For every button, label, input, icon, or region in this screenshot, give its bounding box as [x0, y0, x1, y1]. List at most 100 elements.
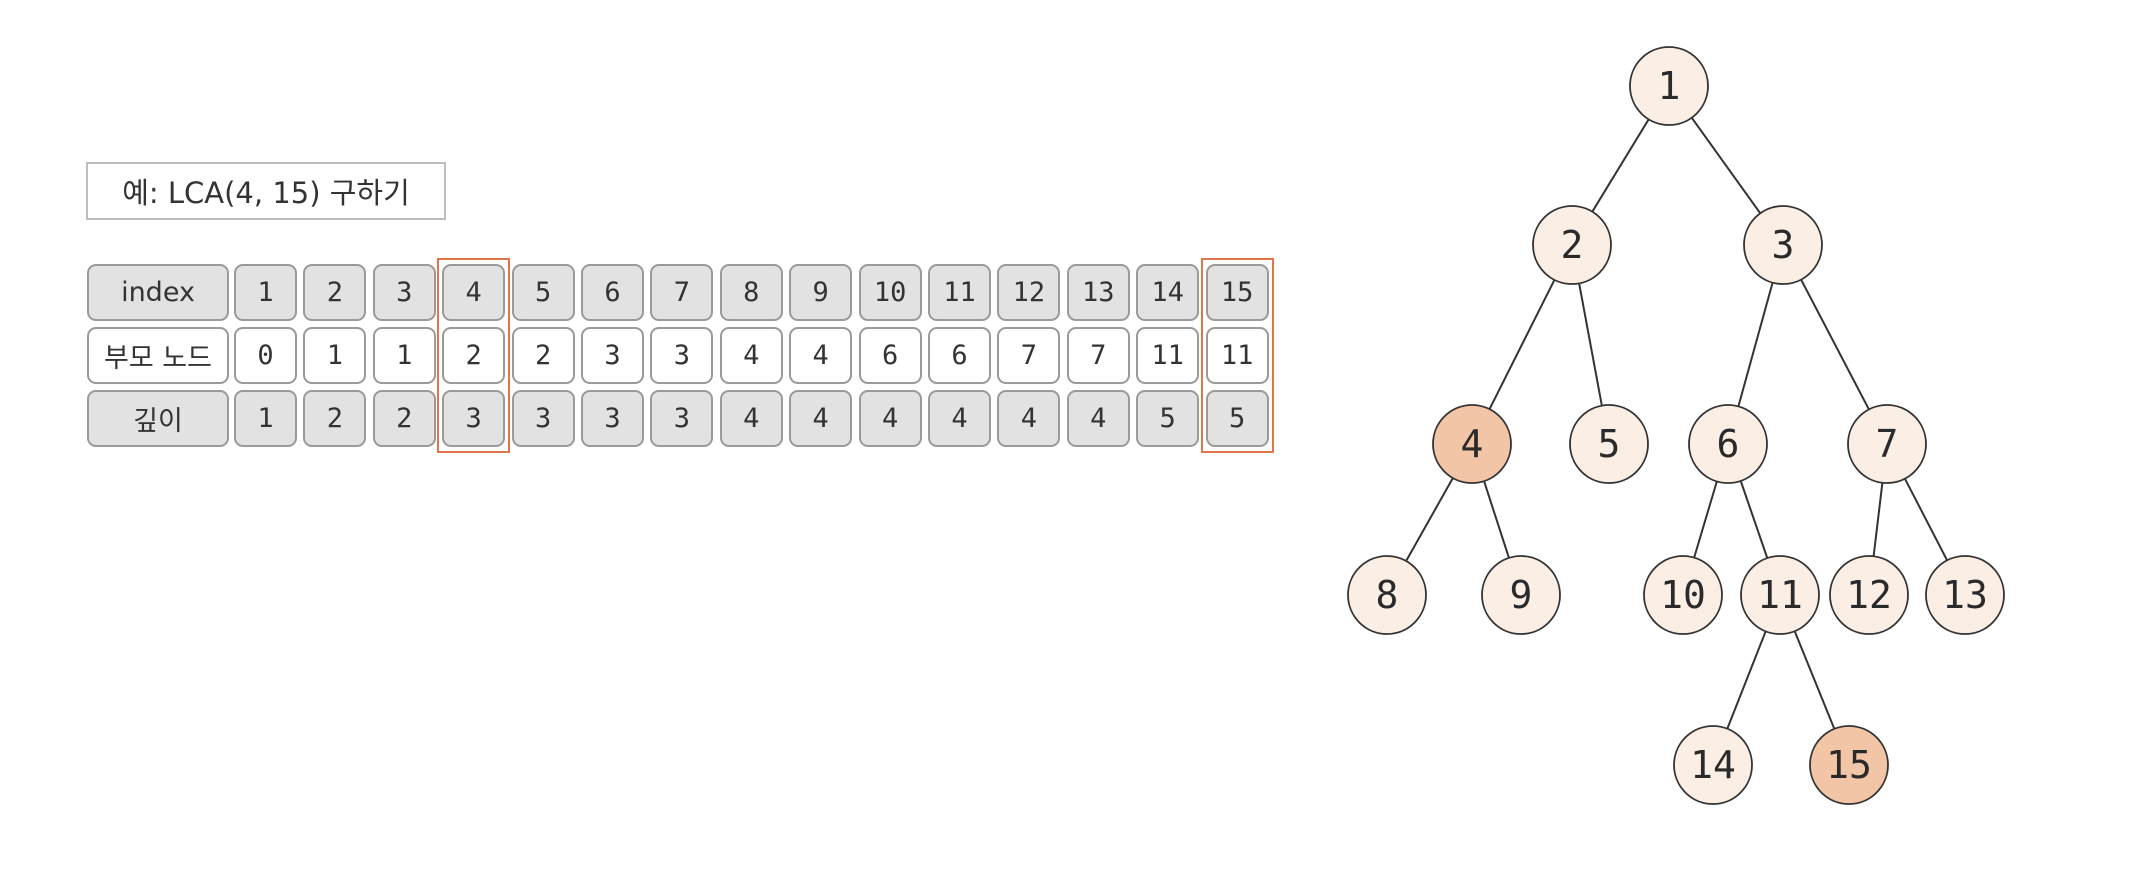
- tree-node-5: 5: [1569, 404, 1649, 484]
- tree-node-3: 3: [1743, 205, 1823, 285]
- tree-node-circle: [1569, 404, 1649, 484]
- tree-edge-1-2: [1591, 118, 1650, 213]
- example-title: 예: LCA(4, 15) 구하기: [86, 162, 446, 220]
- row-label-index-row: index: [87, 264, 229, 321]
- index-row-cell: 12: [997, 264, 1061, 321]
- tree-node-12: 12: [1829, 555, 1909, 635]
- parent-row-cell: 4: [719, 327, 783, 384]
- parent-row-cell: 1: [372, 327, 436, 384]
- tree-edge-7-13: [1904, 478, 1948, 561]
- index-row-cell: 11: [928, 264, 991, 321]
- depth-row-cell: 3: [511, 390, 575, 447]
- index-row-cell: 13: [1066, 264, 1130, 321]
- depth-row-cell: 4: [719, 390, 783, 447]
- parent-row-cell: 7: [1066, 327, 1130, 384]
- depth-row-cell: 3: [442, 390, 506, 447]
- tree-edge-6-11: [1739, 480, 1769, 559]
- depth-row-cell: 3: [650, 390, 714, 447]
- tree-node-10: 10: [1643, 555, 1723, 635]
- parent-row-cell: 2: [511, 327, 575, 384]
- tree-node-label: 12: [1846, 573, 1892, 617]
- tree-node-label: 4: [1461, 422, 1484, 466]
- depth-row-cell: 2: [372, 390, 436, 447]
- tree-node-9: 9: [1481, 555, 1561, 635]
- tree-edge-4-9: [1483, 480, 1510, 559]
- tree-node-label: 1: [1658, 64, 1681, 108]
- tree-node-label: 3: [1772, 223, 1795, 267]
- depth-row-cell: 5: [1205, 390, 1269, 447]
- tree-node-8: 8: [1347, 555, 1427, 635]
- tree-node-label: 14: [1690, 743, 1736, 787]
- parent-row-cell: 2: [442, 327, 506, 384]
- tree-node-label: 10: [1660, 573, 1706, 617]
- index-row-cell: 8: [719, 264, 783, 321]
- depth-row-cell: 2: [303, 390, 367, 447]
- tree-node-7: 7: [1847, 404, 1927, 484]
- parent-row-cell: 6: [858, 327, 922, 384]
- tree-edge-2-4: [1488, 279, 1556, 410]
- tree-node-circle: [1629, 46, 1709, 126]
- tree-edge-11-15: [1793, 630, 1836, 730]
- index-row-cell: 7: [650, 264, 714, 321]
- tree-node-label: 7: [1876, 422, 1899, 466]
- tree-edge-11-14: [1726, 630, 1767, 730]
- tree-node-label: 8: [1376, 573, 1399, 617]
- tree-node-label: 13: [1942, 573, 1988, 617]
- tree-node-11: 11: [1740, 555, 1820, 635]
- tree-edge-3-7: [1800, 279, 1870, 410]
- tree-node-circle: [1432, 404, 1512, 484]
- tree-edge-3-6: [1737, 282, 1774, 407]
- parent-row-cell: 0: [234, 327, 297, 384]
- index-row-cell: 6: [581, 264, 644, 321]
- tree-node-circle: [1347, 555, 1427, 635]
- tree-edge-2-5: [1578, 283, 1603, 406]
- tree-node-2: 2: [1532, 205, 1612, 285]
- column-highlight-15: [1200, 258, 1274, 453]
- index-row-cell: 9: [789, 264, 853, 321]
- parent-row-cell: 3: [581, 327, 644, 384]
- tree-edge-7-12: [1872, 482, 1884, 557]
- parent-row-cell: 3: [650, 327, 714, 384]
- tree-node-circle: [1643, 555, 1723, 635]
- tree-edges: [1405, 117, 1948, 730]
- tree-node-circle: [1740, 555, 1820, 635]
- column-highlight-4: [437, 258, 511, 453]
- index-row-cell: 3: [372, 264, 436, 321]
- tree-node-circle: [1481, 555, 1561, 635]
- tree-node-circle: [1829, 555, 1909, 635]
- index-row-cell: 14: [1136, 264, 1200, 321]
- tree-node-circle: [1809, 725, 1889, 805]
- tree-node-circle: [1847, 404, 1927, 484]
- index-row-cell: 2: [303, 264, 367, 321]
- tree-node-label: 11: [1757, 573, 1803, 617]
- tree-node-circle: [1688, 404, 1768, 484]
- parent-row-cell: 11: [1136, 327, 1200, 384]
- tree-node-label: 2: [1561, 223, 1584, 267]
- depth-row-cell: 4: [1066, 390, 1130, 447]
- tree-edge-1-3: [1690, 117, 1762, 214]
- parent-row-cell: 7: [997, 327, 1061, 384]
- depth-row-cell: 3: [581, 390, 644, 447]
- depth-row-cell: 4: [858, 390, 922, 447]
- tree-node-label: 5: [1598, 422, 1621, 466]
- depth-row-cell: 4: [928, 390, 991, 447]
- parent-row-cell: 4: [789, 327, 853, 384]
- tree-node-13: 13: [1925, 555, 2005, 635]
- tree-node-4: 4: [1432, 404, 1512, 484]
- tree-node-6: 6: [1688, 404, 1768, 484]
- tree-node-circle: [1673, 725, 1753, 805]
- tree-node-circle: [1743, 205, 1823, 285]
- depth-row-cell: 4: [997, 390, 1061, 447]
- parent-row-cell: 1: [303, 327, 367, 384]
- tree-node-label: 6: [1717, 422, 1740, 466]
- tree-node-15: 15: [1809, 725, 1889, 805]
- tree-node-label: 15: [1826, 743, 1872, 787]
- index-row-cell: 5: [511, 264, 575, 321]
- index-row-cell: 10: [858, 264, 922, 321]
- index-row-cell: 4: [442, 264, 506, 321]
- tree-node-circle: [1925, 555, 2005, 635]
- tree-node-1: 1: [1629, 46, 1709, 126]
- row-label-depth-row: 깊이: [87, 390, 229, 447]
- parent-row-cell: 11: [1205, 327, 1269, 384]
